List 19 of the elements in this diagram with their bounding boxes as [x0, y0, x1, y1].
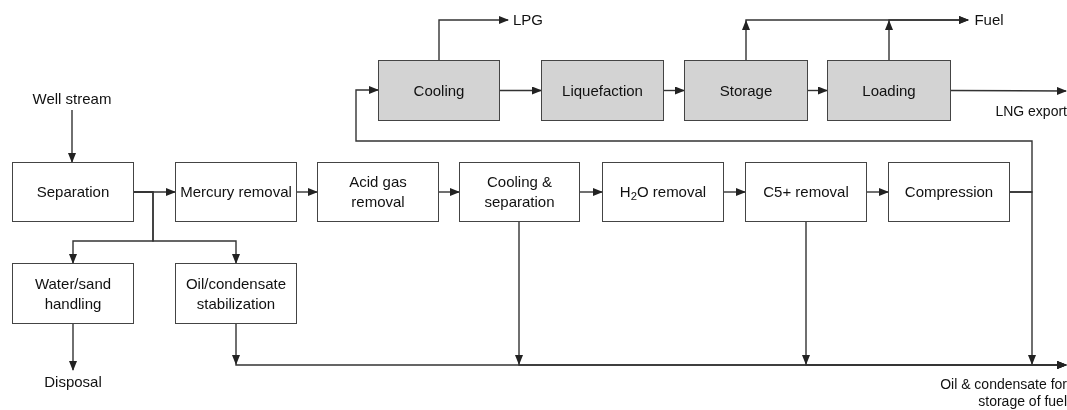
flow-label: LPG — [508, 9, 548, 31]
process-box: Compression — [888, 162, 1010, 222]
flow-label: Disposal — [30, 370, 116, 394]
process-box: Liquefaction — [541, 60, 664, 121]
process-box: Acid gas removal — [317, 162, 439, 222]
process-box: Oil/condensate stabilization — [175, 263, 297, 324]
process-box: Water/sand handling — [12, 263, 134, 324]
process-box: Loading — [827, 60, 951, 121]
flow-label: LNG export — [965, 92, 1067, 120]
process-box: Mercury removal — [175, 162, 297, 222]
process-box: H$_{2}$O removal — [602, 162, 724, 222]
process-box: Storage — [684, 60, 808, 121]
flow-label: Well stream — [20, 88, 124, 110]
flow-label: Oil & condensate for storage of fuel — [915, 366, 1067, 410]
process-box: Cooling & separation — [459, 162, 580, 222]
process-box: C5+ removal — [745, 162, 867, 222]
process-box: Cooling — [378, 60, 500, 121]
process-box: Separation — [12, 162, 134, 222]
flow-label: Fuel — [968, 9, 1010, 31]
